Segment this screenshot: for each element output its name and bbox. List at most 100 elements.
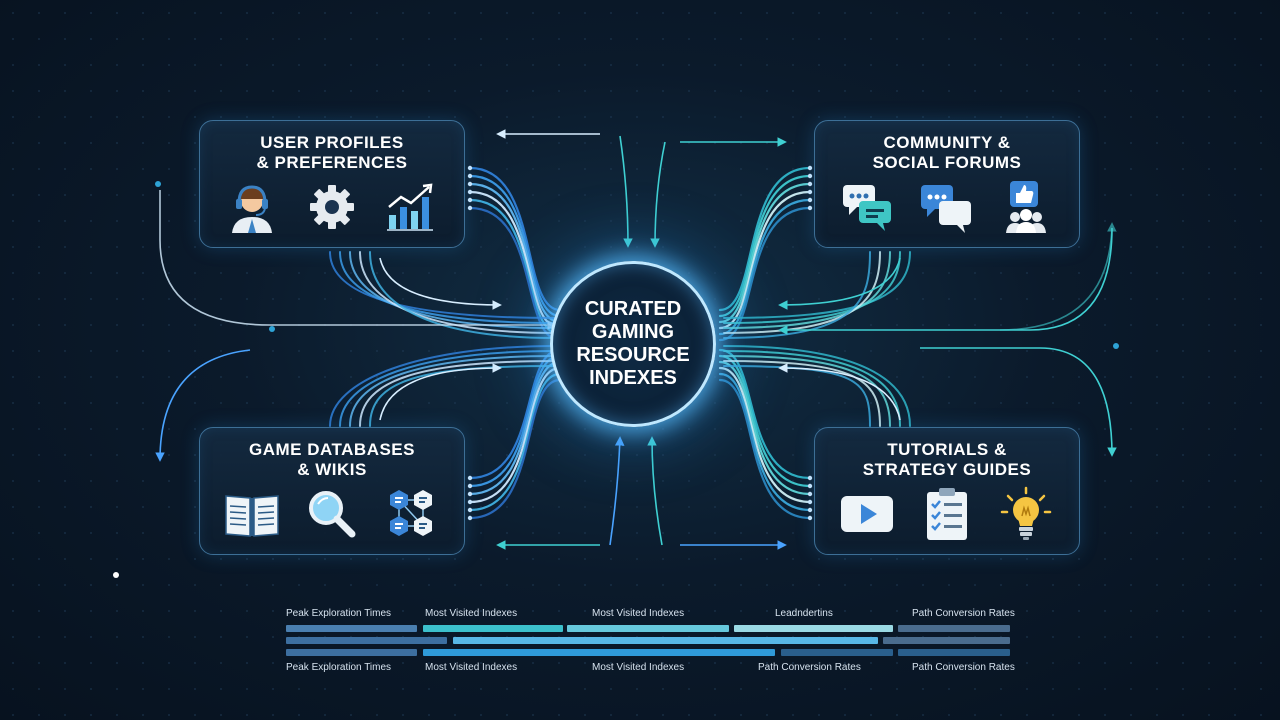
connector-line: [468, 206, 562, 342]
lightbulb-icon: [1000, 486, 1052, 540]
card-game-databases[interactable]: GAME DATABASES & WIKIS: [199, 427, 465, 555]
connector-line: [723, 355, 891, 427]
magnifier-icon: [309, 491, 356, 538]
connector-line: [778, 227, 1113, 335]
connector-line: [723, 251, 871, 339]
decorative-dot: [1113, 343, 1119, 349]
decorative-dot: [269, 326, 275, 332]
connector-endpoint: [807, 205, 813, 211]
connector-line: [155, 349, 251, 462]
card-user-profiles[interactable]: USER PROFILES & PREFERENCES: [199, 120, 465, 248]
timeline-bar: [286, 637, 447, 644]
timeline-bar: [898, 625, 1010, 632]
decorative-dot: [113, 572, 119, 578]
timeline-label: Path Conversion Rates: [912, 662, 1015, 673]
connector-endpoint: [467, 499, 473, 505]
timeline-bar: [883, 637, 1010, 644]
connector-endpoint: [807, 173, 813, 179]
hub-title: CURATED GAMING RESOURCE INDEXES: [576, 298, 690, 389]
directional-arrows: [155, 129, 1117, 550]
central-hub[interactable]: CURATED GAMING RESOURCE INDEXES: [550, 261, 716, 427]
connector-line: [468, 182, 562, 324]
connector-endpoint: [467, 507, 473, 513]
decorative-dot: [155, 181, 161, 187]
timeline-bar: [567, 625, 729, 632]
connector-line: [159, 190, 557, 330]
headset-user-icon: [232, 185, 272, 233]
timeline-label: Most Visited Indexes: [592, 662, 685, 673]
connector-endpoint: [807, 189, 813, 195]
connector-line: [718, 366, 812, 504]
card-title: COMMUNITY & SOCIAL FORUMS: [872, 133, 1022, 172]
connector-line: [718, 360, 812, 496]
connector-endpoint: [807, 491, 813, 497]
connector-line: [379, 363, 502, 421]
timeline-bar: [781, 649, 893, 656]
connector-line: [723, 365, 871, 427]
connector-line: [329, 345, 557, 427]
connector-line: [723, 345, 911, 427]
timeline-bar: [453, 637, 878, 644]
timeline-label: Most Visited Indexes: [592, 608, 685, 619]
timeline-label: Most Visited Indexes: [425, 608, 518, 619]
timeline-bar: [286, 649, 417, 656]
connector-line: [369, 251, 557, 339]
connector-line: [723, 350, 901, 427]
connector-endpoint: [467, 515, 473, 521]
timeline-bar: [286, 625, 417, 632]
connector-endpoint: [467, 189, 473, 195]
connector-line: [647, 436, 663, 546]
bar-chart-icon: [387, 183, 433, 231]
timeline-label: Peak Exploration Times: [286, 662, 392, 673]
connector-endpoint: [807, 483, 813, 489]
play-video-icon: [841, 496, 893, 532]
chat-bubbles-icon: [843, 185, 891, 231]
timeline-label: Path Conversion Rates: [758, 662, 861, 673]
connector-endpoint: [807, 515, 813, 521]
timeline-bar: [423, 649, 775, 656]
timeline-label: Most Visited Indexes: [425, 662, 518, 673]
connector-line: [468, 166, 562, 312]
gear-icon: [310, 185, 354, 229]
timeline-label: Leadndertins: [775, 608, 833, 619]
connector-line: [609, 436, 625, 546]
connector-line: [468, 372, 562, 512]
connector-line: [468, 378, 562, 520]
connector-line: [468, 360, 562, 496]
connector-endpoint: [467, 491, 473, 497]
connector-line: [999, 222, 1117, 331]
connector-line: [718, 206, 812, 342]
connector-endpoint: [467, 475, 473, 481]
card-title: USER PROFILES & PREFERENCES: [256, 133, 408, 172]
card-title: GAME DATABASES & WIKIS: [249, 440, 415, 479]
card-community[interactable]: COMMUNITY & SOCIAL FORUMS: [814, 120, 1080, 248]
timeline-bar: [898, 649, 1010, 656]
connector-line: [718, 182, 812, 324]
message-bubbles-icon: [921, 185, 971, 233]
connector-endpoint: [467, 181, 473, 187]
connector-endpoint: [467, 483, 473, 489]
connector-line: [468, 174, 562, 318]
connector-endpoint: [807, 499, 813, 505]
connector-endpoint: [467, 165, 473, 171]
connector-endpoint: [807, 507, 813, 513]
card-tutorials[interactable]: TUTORIALS & STRATEGY GUIDES: [814, 427, 1080, 555]
connector-endpoint: [467, 197, 473, 203]
connector-line: [369, 365, 557, 427]
connector-line: [718, 166, 812, 312]
connector-line: [650, 141, 666, 248]
connector-line: [468, 366, 562, 504]
timeline-label: Peak Exploration Times: [286, 608, 392, 619]
connector-line: [718, 378, 812, 520]
connector-line: [718, 372, 812, 512]
connector-endpoint: [807, 197, 813, 203]
connector-line: [723, 251, 881, 334]
thumbs-up-group-icon: [1006, 181, 1046, 233]
connector-line: [718, 174, 812, 318]
timeline-bar: [423, 625, 563, 632]
connector-line: [778, 257, 901, 310]
connector-line: [339, 350, 557, 427]
card-title: TUTORIALS & STRATEGY GUIDES: [862, 440, 1032, 479]
timeline-bar: [734, 625, 893, 632]
timeline-label: Path Conversion Rates: [912, 608, 1015, 619]
